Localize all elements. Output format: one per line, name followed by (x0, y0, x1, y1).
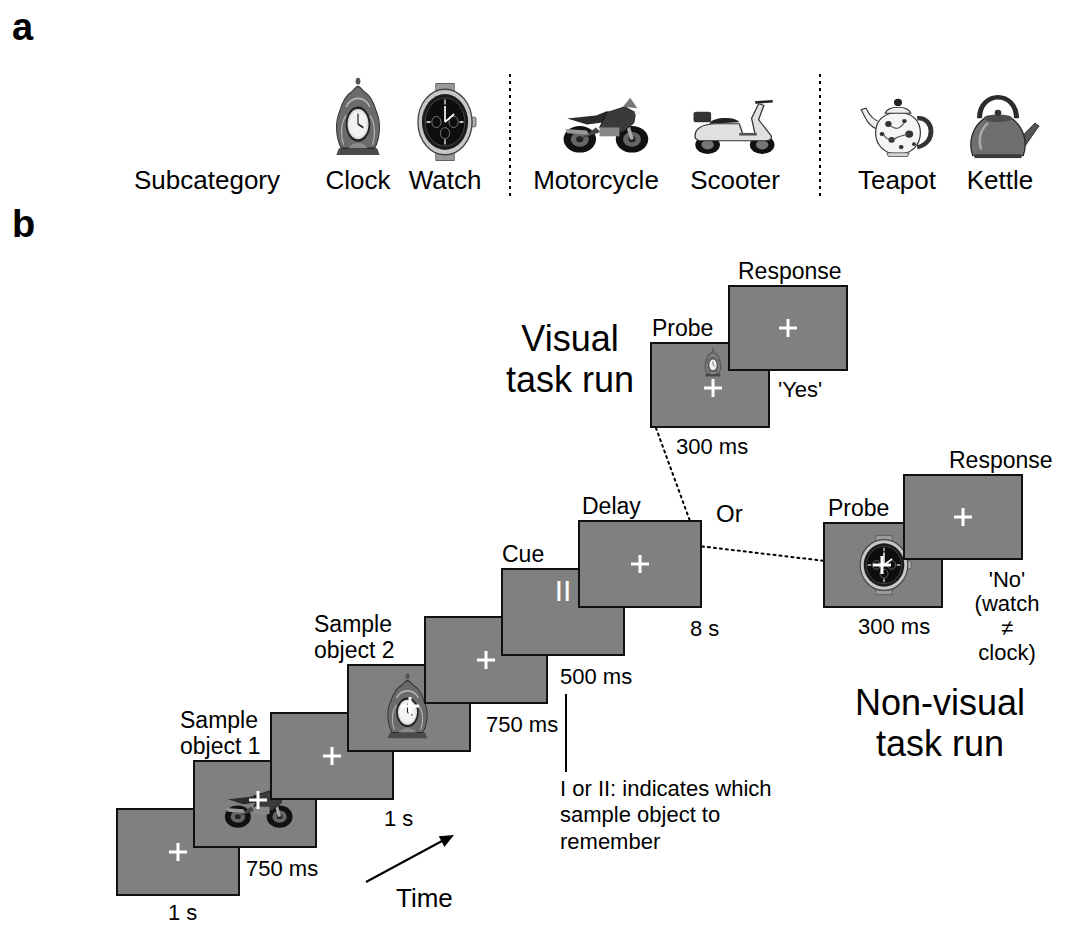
screen-heading: Delay (582, 494, 672, 519)
clock-picture (336, 78, 379, 155)
fixation-cross (873, 556, 891, 574)
branch-label: Or (716, 500, 743, 528)
duration-label-text: 1 s (384, 806, 413, 831)
duration-label-text: 8 s (690, 616, 719, 641)
screen-heading: Response (949, 448, 1064, 473)
run-title-text: Visual task run (506, 318, 634, 400)
fixation-cross (477, 651, 495, 669)
duration-label: 300 ms (676, 434, 748, 459)
subcategory-name: Clock (298, 166, 418, 196)
subcategory-name: Teapot (837, 166, 957, 196)
duration-label: 1 s (384, 806, 413, 831)
subcategory-name: Watch (385, 166, 505, 196)
row-heading: Subcategory (80, 166, 280, 196)
run-title-text: Non-visual task run (855, 682, 1025, 764)
subcategory-name-text: Teapot (858, 165, 936, 195)
response-label: 'Yes' (778, 377, 822, 402)
panel-letter: a (12, 6, 33, 50)
panel-letter: b (12, 203, 35, 247)
kettle-picture (971, 97, 1039, 158)
object-row (336, 78, 1039, 161)
screen-picture (728, 285, 848, 371)
duration-label: 750 ms (486, 712, 558, 737)
screen-heading-text: Probe (828, 495, 889, 521)
screen-heading-text: Sample object 2 (314, 611, 395, 662)
response-label: 'No' (watch ≠ clock) (970, 568, 1044, 665)
subcategory-name-text: Scooter (690, 165, 780, 195)
duration-label-text: 500 ms (560, 664, 632, 689)
category-separator (510, 74, 820, 196)
panel-letter-text: a (12, 6, 33, 48)
cue-text: II (555, 574, 572, 607)
watch-picture (418, 84, 476, 161)
scooter-picture (694, 101, 775, 154)
duration-label: 8 s (690, 616, 719, 641)
duration-label-text: 300 ms (676, 434, 748, 459)
duration-label: 500 ms (560, 664, 632, 689)
duration-label: 300 ms (858, 614, 930, 639)
panel-letter-text: b (12, 203, 35, 245)
run-title: Visual task run (490, 318, 650, 401)
duration-label-text: 750 ms (486, 712, 558, 737)
screen-heading-text: Sample object 1 (180, 707, 261, 758)
screen-heading-text: Response (738, 258, 842, 284)
leader-line (565, 694, 567, 772)
subcategory-name-text: Watch (409, 165, 482, 195)
duration-label: 750 ms (246, 856, 318, 881)
screen-picture (578, 520, 702, 608)
axis-label-text: Time (396, 883, 453, 913)
screen-heading: Sample object 2 (314, 612, 414, 663)
screen-heading-text: Probe (652, 315, 713, 341)
duration-label-text: 1 s (168, 900, 197, 925)
row-heading-text: Subcategory (134, 165, 280, 195)
callout-note: I or II: indicates which sample object t… (560, 776, 775, 855)
response-label-text: 'Yes' (778, 377, 822, 402)
teapot-picture (861, 99, 931, 157)
dotted-connector (702, 546, 823, 560)
motorcycle-picture (564, 98, 649, 153)
fixation-cross (169, 843, 187, 861)
duration-label-text: 750 ms (246, 856, 318, 881)
screen-picture (903, 474, 1023, 560)
screen-heading-text: Cue (502, 541, 544, 567)
subcategory-name: Kettle (940, 166, 1060, 196)
axis-label: Time (396, 884, 453, 914)
screen-heading-text: Delay (582, 493, 641, 519)
time-arrow (366, 835, 454, 882)
subcategory-name-text: Clock (325, 165, 390, 195)
screen-heading: Cue (502, 542, 582, 567)
screen-heading-text: Response (949, 447, 1053, 473)
subcategory-name: Motorcycle (516, 166, 676, 196)
screen-heading: Sample object 1 (180, 708, 280, 759)
subcategory-name: Scooter (675, 166, 795, 196)
duration-label-text: 300 ms (858, 614, 930, 639)
subcategory-name-text: Kettle (967, 165, 1034, 195)
fixation-cross (323, 747, 341, 765)
subcategory-name-text: Motorcycle (533, 165, 659, 195)
duration-label: 1 s (168, 900, 197, 925)
response-label-text: 'No' (watch ≠ clock) (975, 567, 1040, 665)
screen-heading: Response (738, 259, 853, 284)
run-title: Non-visual task run (840, 682, 1040, 765)
branch-label-text: Or (716, 500, 743, 527)
callout-note-text: I or II: indicates which sample object t… (560, 776, 772, 854)
fixation-cross (401, 697, 419, 715)
